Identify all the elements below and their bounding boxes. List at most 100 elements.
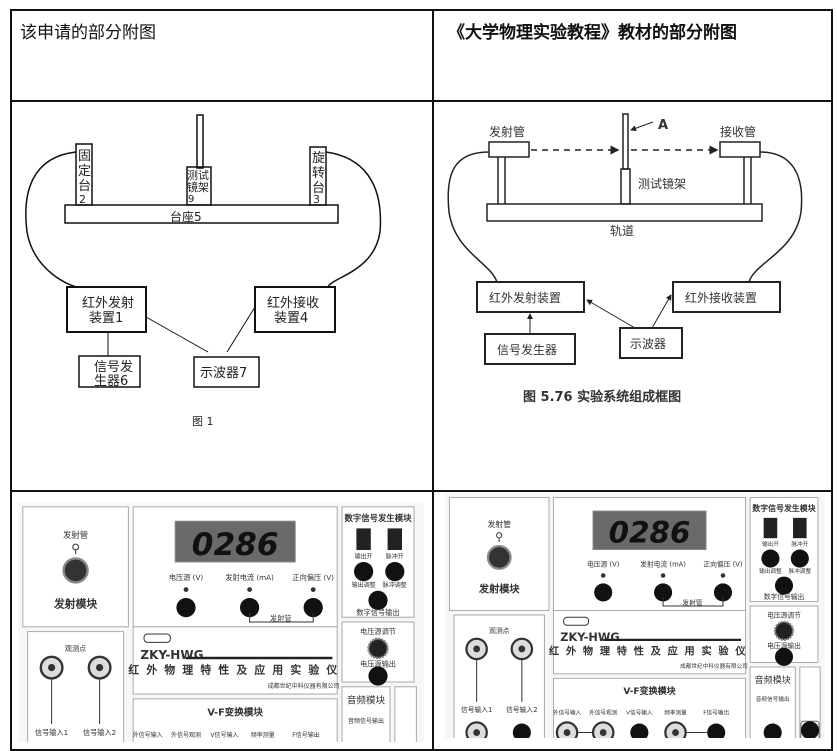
digital-output-label: 数字信号输出	[356, 608, 399, 617]
mirror-rod	[196, 114, 204, 169]
voltage-output-jack	[774, 647, 794, 666]
fixed-stage-char: 定	[78, 164, 91, 179]
emitter-tube-label: 发射管	[489, 124, 525, 139]
vf-label: 外信号观测	[589, 708, 618, 716]
switch-label: 脉冲开	[386, 552, 404, 560]
digital-module-title: 数字信号发生模块	[345, 513, 413, 523]
ir-receiver-box	[672, 281, 781, 313]
fixed-stage-char: 固	[78, 149, 91, 164]
rail-label: 轨道	[610, 224, 634, 238]
ir-emitter-box	[66, 286, 147, 333]
meter-label: 发射电流 (mA)	[640, 559, 686, 568]
signal-input-group	[27, 631, 125, 742]
vf-module-title: V-F变换模块	[207, 707, 263, 719]
voltage-output-jack	[368, 666, 388, 686]
test-mirror-mount-label: 测试镜架	[638, 176, 686, 191]
emitter-socket-icon	[62, 557, 89, 584]
vf-jack	[707, 723, 726, 738]
signal-input-label: 信号输入1	[35, 728, 68, 737]
rotary-stage-char: 台	[312, 181, 325, 196]
signal-input-label: 信号输入2	[83, 728, 116, 737]
bnc-jack-pin	[518, 645, 526, 653]
signal-input-label: 信号输入1	[461, 705, 492, 714]
table-divider-row1	[10, 100, 833, 102]
fixed-stage-char: 台	[78, 179, 91, 194]
emitter-tube-label: 发射管	[63, 530, 88, 540]
emitter-socket-icon	[486, 544, 512, 570]
vf-label: F信号输出	[292, 731, 319, 739]
vf-label: 外信号观测	[171, 731, 201, 739]
audio-module-title: 音频模块	[755, 674, 791, 686]
bnc-jack-pin	[563, 729, 571, 736]
base-label: 台座5	[170, 209, 202, 224]
test-point-label: 观测点	[489, 627, 510, 635]
emitter-bracket	[662, 596, 724, 607]
signal-jack	[512, 723, 531, 738]
toggle-switch	[763, 517, 778, 539]
header-textbook-figures: 《大学物理实验教程》教材的部分附图	[448, 23, 737, 43]
fixed-stage-char: 2	[79, 193, 86, 206]
indicator-dot	[720, 573, 726, 578]
table-divider-row2	[10, 490, 833, 492]
digital-output-label: 数字信号输出	[764, 592, 805, 601]
lcd-display	[592, 510, 707, 550]
cable-left	[447, 151, 498, 283]
vf-module	[132, 698, 338, 742]
adjust-knob	[761, 549, 780, 568]
audio-output-jack	[763, 723, 782, 738]
meter-label: 正向偏压 (V)	[703, 559, 742, 568]
voltage-output-label: 电压源输出	[767, 641, 801, 650]
test-mirror-mount-label: 9	[188, 194, 194, 205]
signal-generator-box	[78, 355, 141, 388]
rotary-stage-char: 3	[313, 193, 320, 206]
oscilloscope-label: 示波器7	[200, 366, 247, 381]
switch-label: 脉冲开	[791, 540, 808, 548]
vf-label: 频率测量	[664, 708, 687, 716]
patent-system-diagram: 固 定 台 2 旋 转 台 3 测试 镜架 9 台座5 红外发射 装置1 红外接…	[25, 114, 382, 428]
header-patent-figures: 该申请的部分附图	[20, 23, 156, 43]
signal-generator-label: 信号发	[94, 359, 133, 375]
receiver-tube-box	[719, 141, 761, 158]
knob-label: 脉冲调整	[383, 581, 407, 589]
signal-input-label: 信号输入2	[506, 705, 537, 714]
vf-module-title: V-F变换模块	[623, 685, 676, 697]
digital-signal-module	[749, 497, 819, 602]
oscilloscope-box	[193, 356, 260, 388]
manufacturer-label: 成都世纪中科仪器有限公司	[680, 662, 748, 670]
knob-label: 输出调整	[352, 581, 376, 589]
audio-module-title: 音频模块	[347, 695, 386, 707]
indicator-dot	[660, 573, 666, 578]
emitter-tube-box	[488, 141, 530, 158]
brand-area	[552, 610, 747, 675]
ir-receiver-box	[254, 286, 336, 333]
product-name: 红外物理特性及应用实验仪	[128, 663, 344, 677]
emitter-bracket	[249, 612, 314, 623]
vf-label: V信号输入	[626, 708, 653, 716]
ir-receiver-label: 装置4	[274, 311, 308, 326]
meter-label: 发射电流 (mA)	[225, 573, 274, 582]
adjust-knob	[790, 549, 809, 568]
indicator-dot	[247, 587, 253, 592]
meter-label: 电压源 (V)	[587, 559, 620, 568]
meter-jack	[594, 583, 613, 602]
ir-emitter-label: 红外发射	[82, 295, 134, 311]
ir-emitter-label: 装置1	[89, 311, 123, 326]
knob-label: 脉冲调整	[789, 567, 812, 575]
indicator-dot	[600, 573, 606, 578]
figure-caption: 图 1	[192, 415, 214, 428]
toggle-switch	[356, 528, 371, 550]
adjust-knob	[385, 562, 405, 582]
vf-label: 外信号输入	[133, 731, 163, 739]
ir-receiver-label: 红外接收	[267, 295, 319, 311]
cable-left	[25, 151, 79, 288]
vf-label: V信号输入	[210, 731, 238, 739]
ir-emitter-box	[476, 281, 585, 313]
ir-receiver-label: 红外接收装置	[685, 290, 757, 305]
brand-area	[132, 626, 338, 695]
voltage-adjust-label: 电压源调节	[360, 627, 396, 636]
table-divider-vertical	[432, 9, 434, 751]
signal-generator-label: 信号发生器	[497, 342, 557, 357]
bnc-jack-pin	[96, 664, 104, 672]
